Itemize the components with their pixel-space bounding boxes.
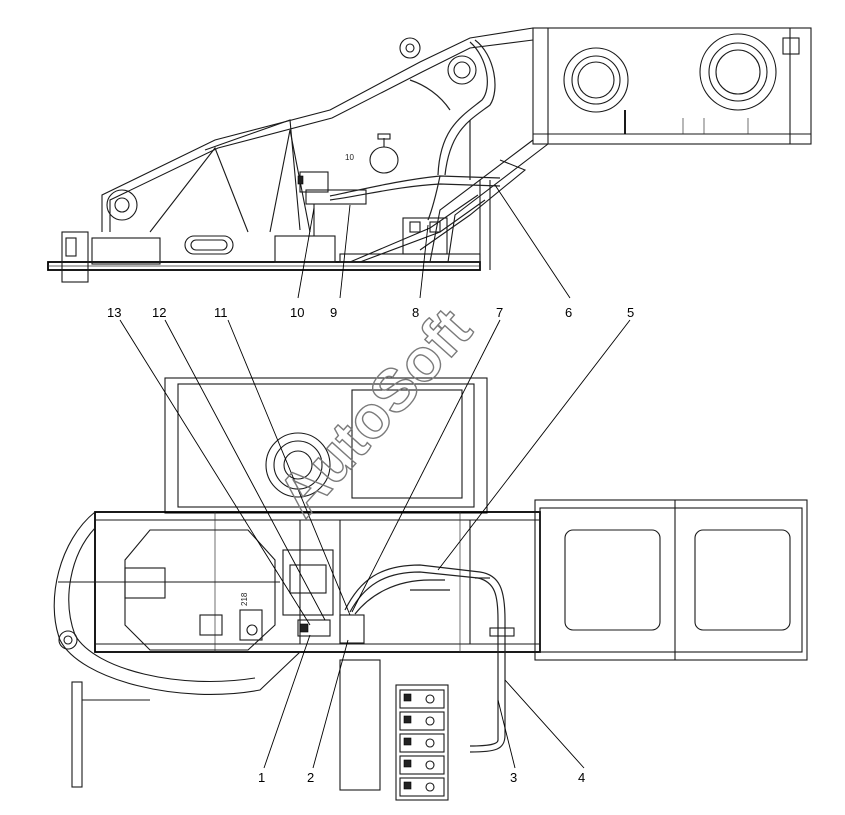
callout-4: 4 [578,770,585,785]
callout-10: 10 [290,305,304,320]
callout-5: 5 [627,305,634,320]
callout-2: 2 [307,770,314,785]
callout-13: 13 [107,305,121,320]
callout-1: 1 [258,770,265,785]
callout-11: 11 [214,305,228,320]
callout-6: 6 [565,305,572,320]
callout-3: 3 [510,770,517,785]
plan-view [53,377,808,801]
callout-7: 7 [496,305,503,320]
side-view-marker: 10 [345,153,354,162]
valve-bank [399,689,445,797]
leader-lines [119,184,631,769]
callout-8: 8 [412,305,419,320]
callouts: 10 9 8 7 6 5 13 12 11 1 2 3 4 [107,305,634,785]
callout-9: 9 [330,305,337,320]
callout-12: 12 [152,305,166,320]
watermark: AutoSoft [265,296,484,529]
side-view [47,27,812,283]
plan-view-marker: 218 [240,592,249,606]
